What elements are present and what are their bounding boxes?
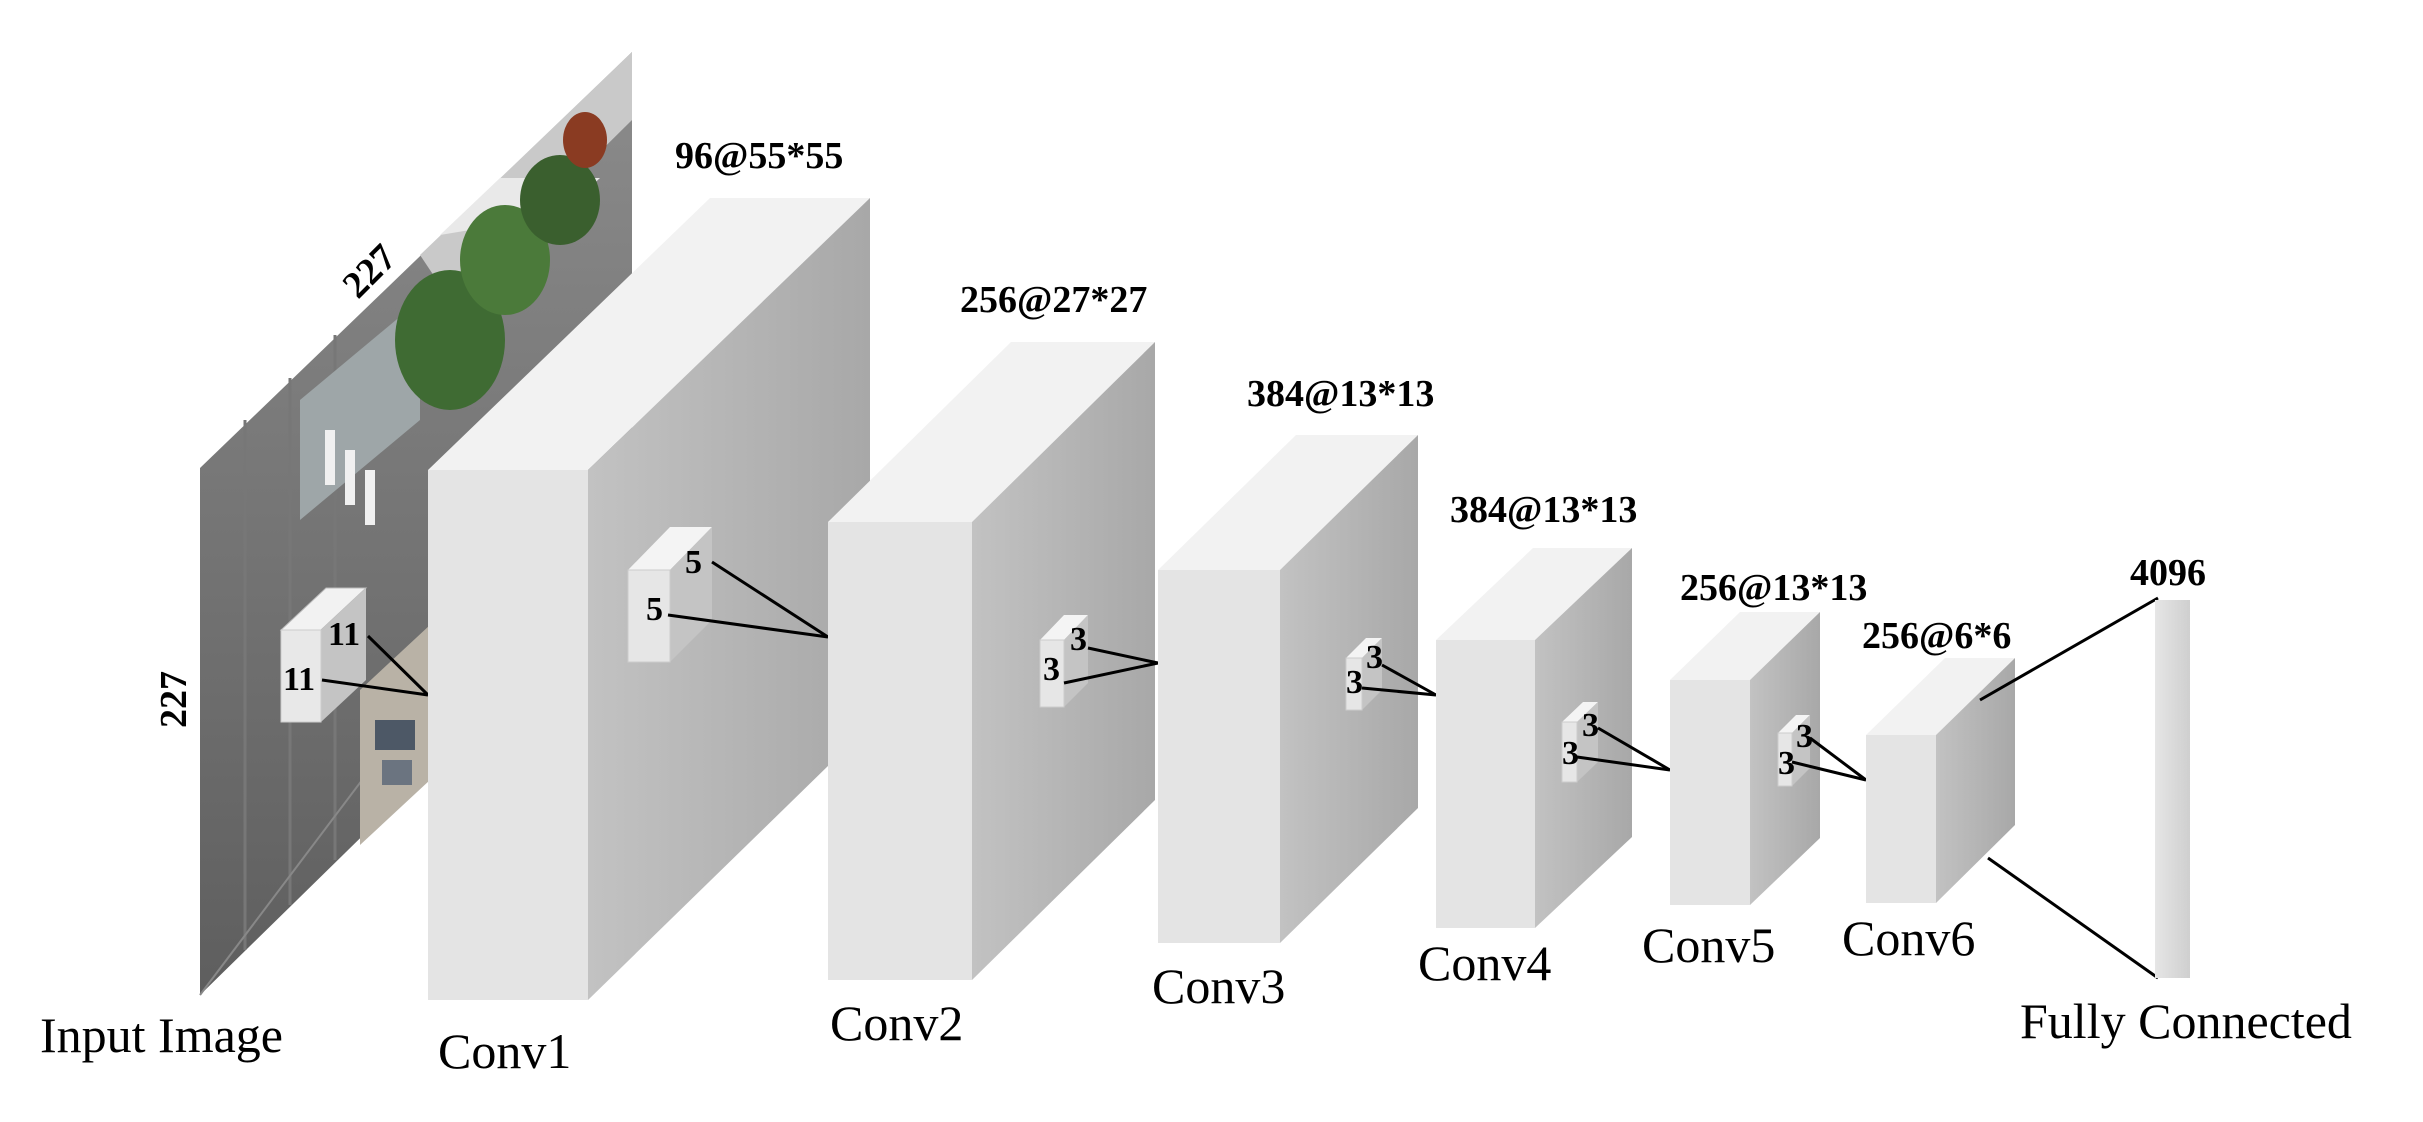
conv1-top-face <box>428 198 870 470</box>
fc-connection-bottom <box>1987 856 2159 980</box>
conv5-kernel-lines <box>1791 736 1867 782</box>
conv4-dims-label: 384@13*13 <box>1450 489 1637 531</box>
conv2-kernel-label-front: 3 <box>1043 651 1060 688</box>
conv3-kernel-label-top: 3 <box>1366 639 1383 676</box>
input-image-label: Input Image <box>40 1007 283 1063</box>
conv1-dims-label: 96@55*55 <box>675 135 843 177</box>
fc-connection-top <box>1979 596 2159 702</box>
conv1-kernel-label-front: 5 <box>646 591 663 628</box>
input-kernel-lines <box>321 634 430 697</box>
conv3-kernel-label-front: 3 <box>1346 664 1363 701</box>
conv2-top-face <box>828 342 1155 522</box>
conv3-block: 3 3 384@13*13 Conv3 <box>1152 373 1437 1014</box>
conv6-side-face <box>1936 658 2015 903</box>
conv4-block: 3 3 384@13*13 Conv4 <box>1418 489 1671 991</box>
conv2-dims-label: 256@27*27 <box>960 279 1147 321</box>
conv2-front-face <box>828 522 972 980</box>
conv3-top-face <box>1158 435 1418 570</box>
conv4-kernel-cube <box>1561 702 1598 783</box>
conv3-front-face <box>1158 570 1280 943</box>
conv2-kernel-label-top: 3 <box>1070 621 1087 658</box>
conv2-kernel-lines <box>1063 646 1159 685</box>
conv3-kernel-cube <box>1345 638 1382 711</box>
conv2-label: Conv2 <box>830 995 963 1051</box>
conv5-top-face <box>1670 612 1820 680</box>
input-image: 11 11 227 227 Input Image <box>40 52 632 1063</box>
conv4-label: Conv4 <box>1418 935 1551 991</box>
conv3-kernel-lines <box>1361 663 1437 697</box>
conv6-dims-label: 256@6*6 <box>1862 615 2011 657</box>
conv2-block: 3 3 256@27*27 Conv2 <box>828 279 1159 1051</box>
conv2-kernel-cube <box>1039 615 1088 708</box>
conv5-kernel-cube <box>1777 715 1810 787</box>
input-kernel-label-front: 11 <box>283 661 315 698</box>
conv5-dims-label: 256@13*13 <box>1680 567 1867 609</box>
conv1-kernel-cube <box>627 527 712 663</box>
fully-connected-block: 4096 Fully Connected <box>1979 552 2352 1049</box>
fc-dims-label: 4096 <box>2130 552 2206 594</box>
conv6-label: Conv6 <box>1842 910 1975 966</box>
conv4-top-face <box>1436 548 1632 640</box>
conv5-block: 3 3 256@13*13 Conv5 <box>1642 567 1867 973</box>
input-height-label: 227 <box>153 671 195 728</box>
input-kernel-label-top: 11 <box>328 616 360 653</box>
conv3-label: Conv3 <box>1152 958 1285 1014</box>
conv1-kernel-lines <box>667 560 829 639</box>
conv5-label: Conv5 <box>1642 917 1775 973</box>
conv4-kernel-label-front: 3 <box>1562 735 1579 772</box>
conv4-kernel-label-top: 3 <box>1582 707 1599 744</box>
conv5-front-face <box>1670 680 1750 905</box>
conv5-kernel-label-front: 3 <box>1778 745 1795 782</box>
conv3-dims-label: 384@13*13 <box>1247 373 1434 415</box>
fc-label: Fully Connected <box>2020 993 2352 1049</box>
input-kernel-cube <box>279 587 368 723</box>
conv1-label: Conv1 <box>438 1023 571 1079</box>
conv4-front-face <box>1436 640 1535 928</box>
conv6-top-face <box>1866 658 2015 735</box>
conv1-block: 5 5 96@55*55 Conv1 <box>428 135 870 1079</box>
conv1-side-face <box>588 198 870 1000</box>
conv6-front-face <box>1866 735 1936 903</box>
conv1-front-face <box>428 470 588 1000</box>
conv5-kernel-label-top: 3 <box>1796 718 1813 755</box>
fc-layer-bar <box>2155 600 2190 978</box>
conv1-kernel-label-top: 5 <box>685 544 702 581</box>
conv6-block: 256@6*6 Conv6 <box>1842 615 2015 966</box>
conv4-kernel-lines <box>1576 726 1671 772</box>
